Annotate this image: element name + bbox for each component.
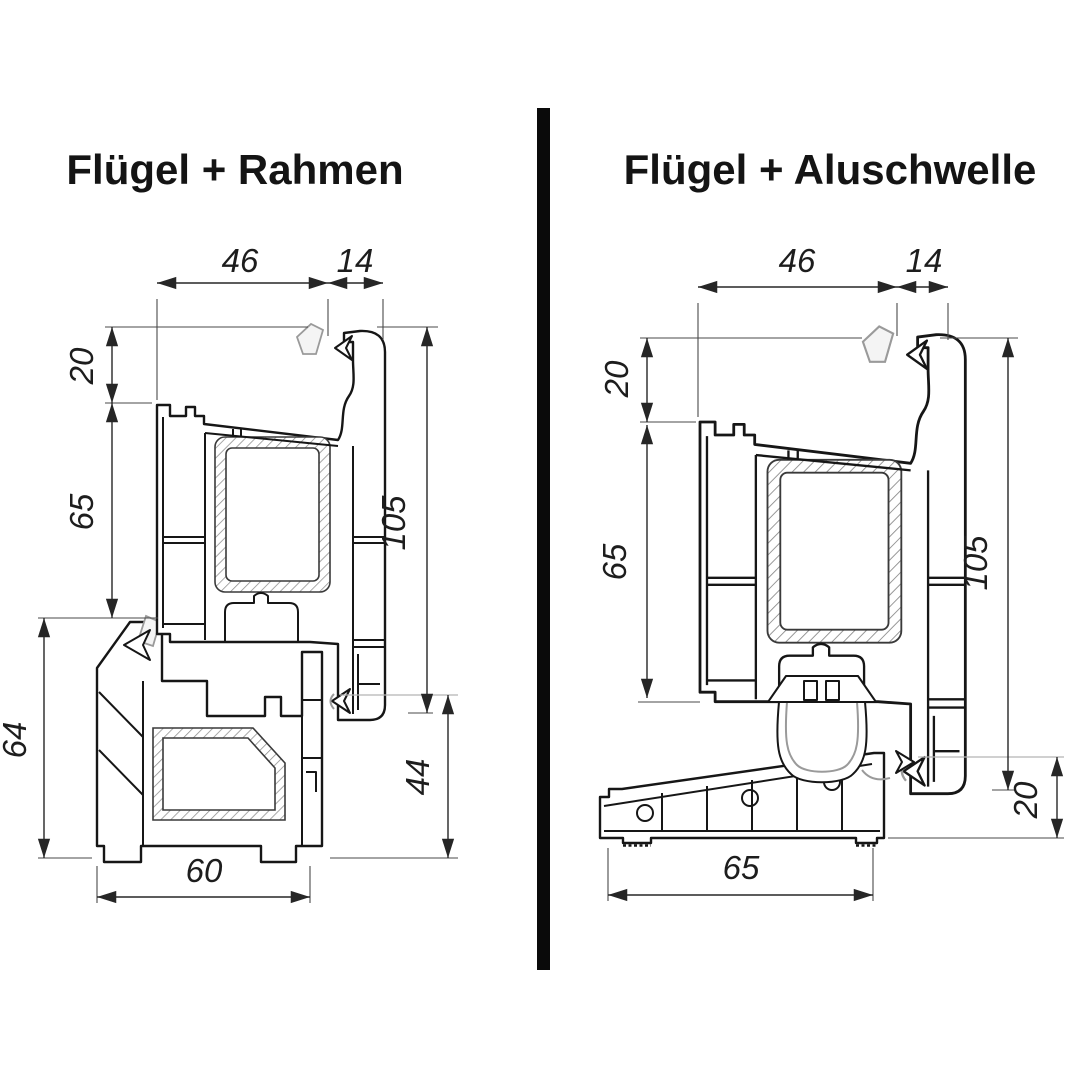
threshold-screw-channel (636, 804, 654, 822)
sash-reinforcement-core (225, 447, 320, 582)
dim-label-threshold-height: 20 (1007, 781, 1044, 819)
dim-label-sash-height: 65 (63, 493, 100, 530)
bulb-gasket-inner-line (784, 701, 860, 773)
sash-side-gasket (895, 750, 915, 774)
bulb-gasket-slot (825, 680, 840, 701)
dim-label-frame-height: 64 (0, 722, 33, 759)
right-panel-dimensions: 46 14 20 65 105 20 65 (596, 242, 1064, 902)
bulb-gasket-slot (803, 680, 818, 701)
frame-profile (95, 614, 324, 864)
left-panel-dimensions: 46 14 20 65 64 105 44 60 (0, 242, 458, 904)
panel-divider (537, 108, 550, 970)
sash-profile (155, 322, 387, 722)
right-panel-title: Flügel + Aluschwelle (624, 146, 1037, 193)
dim-label-total-height: 105 (957, 535, 994, 591)
sash-top-gasket (334, 335, 353, 361)
extension-lines (38, 299, 458, 903)
bulb-gasket-hat (767, 675, 877, 703)
dim-label-frame-width: 60 (186, 852, 223, 889)
left-panel: Flügel + Rahmen (0, 146, 458, 904)
sash-chambers (162, 417, 385, 714)
dim-label-top-offset: 20 (598, 360, 635, 398)
threshold-screw-channel (741, 789, 759, 807)
dim-label-sash-width: 46 (779, 242, 816, 279)
dim-label-sash-width: 46 (222, 242, 259, 279)
dim-label-sash-height: 65 (596, 543, 633, 580)
sash-bottom-seal-curl (329, 693, 335, 710)
dim-label-total-height: 105 (375, 495, 412, 551)
bulb-gasket (767, 675, 915, 784)
right-panel: Flügel + Aluschwelle (596, 146, 1064, 902)
extension-lines (607, 303, 1064, 901)
left-panel-title: Flügel + Rahmen (66, 146, 403, 193)
frame-chambers (98, 681, 322, 846)
dim-label-top-offset: 20 (63, 347, 100, 385)
frame-gasket (123, 629, 151, 661)
threshold-flipper-seal (861, 769, 891, 781)
sash-top-flipper-seal (295, 322, 325, 355)
bulb-gasket-body (776, 701, 868, 784)
dim-label-lower-height: 44 (399, 759, 436, 796)
frame-reinforcement-core (162, 737, 276, 811)
dim-label-overlap-width: 14 (337, 242, 374, 279)
dim-label-overlap-width: 14 (906, 242, 943, 279)
dim-label-threshold-width: 65 (723, 849, 760, 886)
